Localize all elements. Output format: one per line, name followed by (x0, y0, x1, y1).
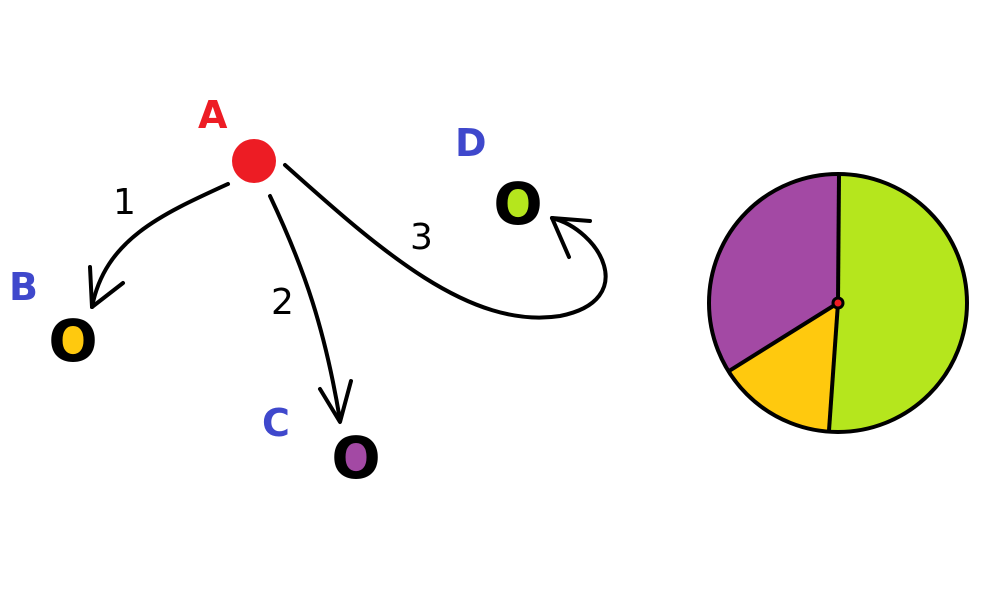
edge-a-to-b (88, 182, 230, 309)
edge-a-to-d (283, 163, 608, 320)
node-a: A (198, 93, 276, 183)
node-a-label: A (198, 93, 228, 137)
node-b-label: B (9, 265, 38, 309)
pie-slice-green (828, 174, 967, 432)
pie-outline (707, 172, 969, 434)
edge-label-2: 2 (271, 282, 294, 323)
pie-divider (826, 302, 840, 432)
node-d-fill (507, 188, 529, 220)
node-d-glyph: O (493, 170, 542, 238)
node-c-fill (345, 442, 367, 474)
node-d-label: D (455, 121, 487, 165)
node-b-glyph: O (48, 307, 97, 375)
pie-slice-yellow (728, 303, 838, 432)
edge-2-arrowhead (318, 379, 353, 424)
node-a-dot (232, 139, 276, 183)
pie-center-dot (831, 296, 845, 310)
node-c-label: C (262, 401, 290, 445)
edge-a-to-c (268, 194, 353, 424)
edge-3-curve (283, 163, 608, 320)
edge-2-curve (268, 194, 342, 422)
edge-3-arrowhead (550, 216, 592, 259)
node-b-fill (61, 324, 85, 358)
edge-label-1: 1 (113, 182, 136, 223)
pie-chart (707, 172, 969, 434)
node-b: B O (9, 265, 98, 375)
pie-divider (836, 173, 841, 304)
edge-1-curve (90, 182, 230, 309)
node-c: C O (262, 401, 381, 492)
edge-1-arrowhead (88, 265, 125, 309)
pie-divider (727, 301, 840, 373)
edge-label-3: 3 (410, 217, 433, 258)
node-d: D O (455, 121, 543, 238)
node-c-glyph: O (331, 424, 380, 492)
